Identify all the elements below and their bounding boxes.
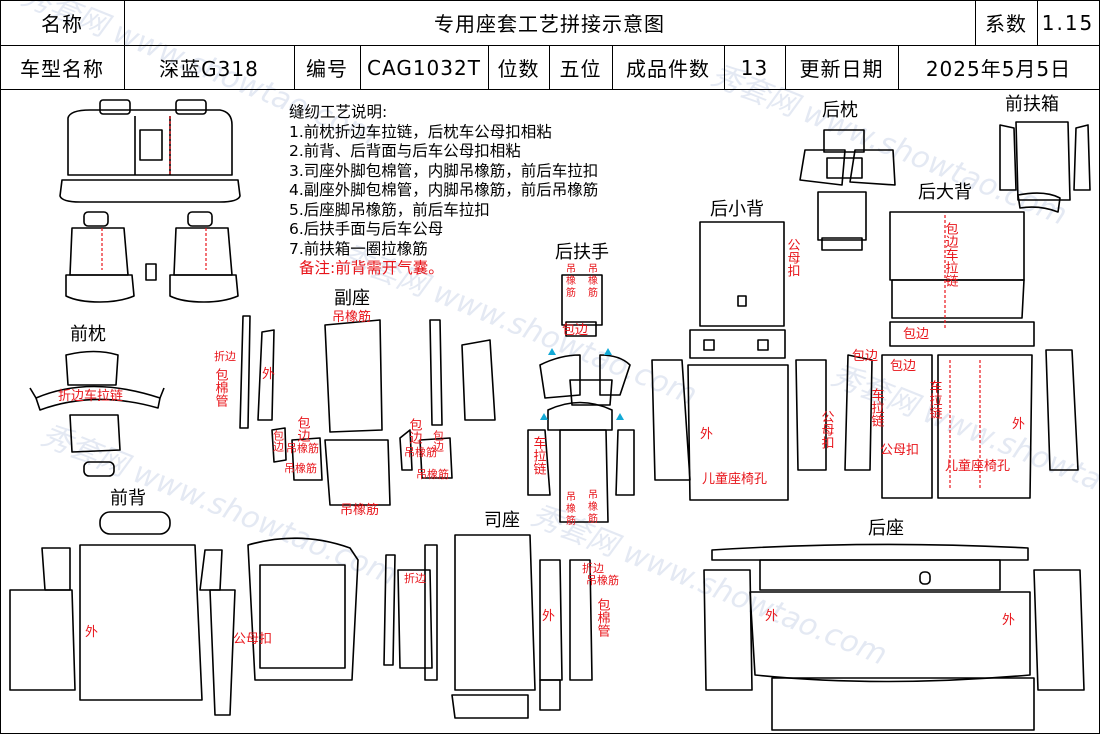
page-title: 专用座套工艺拼接示意图 xyxy=(434,12,665,36)
annot-cotton-tube: 包棉管 xyxy=(595,598,611,638)
annot-wrap-edge: 包边 xyxy=(432,430,445,452)
rear-armrest-pattern xyxy=(527,274,635,523)
annot-tendon: 筋 xyxy=(566,286,576,299)
annot-male-female: 公母扣 xyxy=(233,632,272,647)
annot-hang: 吊 xyxy=(566,491,576,503)
note-item: 4.副座外脚包棉管，内脚吊橡筋，前后吊橡筋 xyxy=(289,181,599,199)
coef-value: 1.15 xyxy=(1041,10,1095,35)
rear-headrest-pattern xyxy=(799,129,896,251)
annot-outer: 外 xyxy=(1002,613,1015,628)
annot-wrap-edge: 包边 xyxy=(890,359,916,374)
annot-hang-band: 吊橡筋 xyxy=(284,461,317,475)
annot-male-female: 公母扣 xyxy=(785,238,801,277)
annot-band: 橡 xyxy=(566,274,576,287)
label-rear-seat: 后座 xyxy=(868,518,904,539)
date-value: 2025年5月5日 xyxy=(925,57,1072,81)
label-rear-small-back: 后小背 xyxy=(710,199,764,220)
front-headrest-pattern xyxy=(29,350,165,477)
annot-hang-band: 吊橡筋 xyxy=(286,441,319,455)
label-passenger-seat: 副座 xyxy=(334,288,370,309)
pieces-value: 13 xyxy=(740,55,769,80)
annot-hang: 吊 xyxy=(588,263,598,275)
annot-hang-band: 吊橡筋 xyxy=(416,467,449,481)
seats-value: 五位 xyxy=(559,57,602,81)
note-item: 2.前背、后背面与后车公母扣相粘 xyxy=(289,142,521,160)
annot-hang-band: 吊橡筋 xyxy=(404,445,437,459)
annot-tendon: 筋 xyxy=(588,286,598,299)
notes-title: 缝纫工艺说明: xyxy=(289,103,388,121)
annot-tendon: 筋 xyxy=(588,512,598,525)
label-front-headrest: 前枕 xyxy=(70,324,106,345)
annot-hang-band: 吊橡筋 xyxy=(332,309,371,325)
note-item: 1.前枕折边车拉链，后枕车公母扣相粘 xyxy=(289,122,552,141)
seats-label: 位数 xyxy=(497,57,540,81)
notes-remark: 备注:前背需开气囊。 xyxy=(299,259,444,277)
front-back-pattern xyxy=(9,511,359,716)
model-label: 车型名称 xyxy=(20,57,104,81)
passenger-seat-pattern xyxy=(239,315,496,506)
annot-outer: 外 xyxy=(542,609,555,624)
annot-wrap-edge-zip: 包边车拉链 xyxy=(943,222,959,288)
label-front-back: 前背 xyxy=(110,488,146,509)
annot-wrap-edge: 包边 xyxy=(852,349,878,364)
annot-child-seat-hole: 儿童座椅孔 xyxy=(702,471,767,487)
annot-hang-band: 吊橡筋 xyxy=(586,573,619,587)
annot-tendon: 筋 xyxy=(566,514,576,527)
annot-outer: 外 xyxy=(765,609,778,624)
driver-seat-pattern xyxy=(383,534,593,719)
note-item: 6.后扶手面与后车公母 xyxy=(289,220,444,238)
annot-zip: 车拉链 xyxy=(927,379,943,420)
annot-hang: 吊 xyxy=(566,263,576,275)
annot-fold-edge: 折边 xyxy=(214,349,236,363)
thumbnail-rear-seat xyxy=(59,99,241,203)
annot-outer: 外 xyxy=(700,427,713,442)
label-front-armbox: 前扶箱 xyxy=(1005,94,1059,115)
coef-label: 系数 xyxy=(985,12,1027,36)
annot-zip: 车拉链 xyxy=(531,435,547,476)
annot-wrap-edge: 包边 xyxy=(407,418,423,445)
annot-outer: 外 xyxy=(1012,417,1025,432)
model-value: 深蓝G318 xyxy=(159,57,259,81)
annot-wrap-edge: 包边 xyxy=(295,416,311,443)
rear-seat-pattern xyxy=(703,543,1085,731)
label-driver-seat: 司座 xyxy=(484,510,520,531)
thumbnail-front-seats xyxy=(65,211,239,303)
annot-band: 橡 xyxy=(566,502,576,515)
date-label: 更新日期 xyxy=(799,57,884,81)
annot-hang-band: 吊橡筋 xyxy=(340,502,379,518)
code-value: CAG1032T xyxy=(367,55,481,80)
pieces-label: 成品件数 xyxy=(626,57,710,81)
label-rear-armrest: 后扶手 xyxy=(555,242,609,263)
note-item: 3.司座外脚包棉管，内脚吊橡筋，前后车拉扣 xyxy=(289,161,599,180)
annot-fold-zip: 折边车拉链 xyxy=(58,388,123,404)
annot-male-female: 公母扣 xyxy=(819,410,835,449)
rear-big-back-pattern xyxy=(844,211,1079,499)
annot-band: 橡 xyxy=(588,274,598,287)
note-item: 7.前扶箱一圈拉橡筋 xyxy=(289,239,428,258)
annot-outer: 外 xyxy=(262,367,275,382)
label-rear-headrest: 后枕 xyxy=(822,100,858,121)
code-label: 编号 xyxy=(306,57,348,81)
rear-small-back-pattern xyxy=(651,221,827,501)
note-item: 5.后座脚吊橡筋，前后车拉扣 xyxy=(289,200,490,219)
name-label: 名称 xyxy=(41,12,83,36)
annot-band: 橡 xyxy=(588,500,598,513)
header-table: 名称 专用座套工艺拼接示意图 系数 1.15 车型名称 深蓝G318 编号 CA… xyxy=(0,0,1100,90)
annot-wrap-edge: 包边 xyxy=(562,323,588,338)
annot-cotton-tube: 包棉管 xyxy=(213,368,229,408)
sewing-notes: 缝纫工艺说明: 1.前枕折边车拉链，后枕车公母扣相粘 2.前背、后背面与后车公母… xyxy=(289,103,598,279)
label-rear-big-back: 后大背 xyxy=(918,182,972,203)
annot-outer: 外 xyxy=(85,625,98,640)
annot-wrap-edge: 包边 xyxy=(272,430,285,452)
annot-fold-edge: 折边 xyxy=(404,571,426,585)
annot-wrap-edge: 包边 xyxy=(903,327,929,342)
annot-child-seat-hole: 儿童座椅孔 xyxy=(945,458,1010,474)
front-armbox-pattern xyxy=(999,121,1091,213)
annot-male-female-buckle: 公母扣 xyxy=(880,443,919,458)
annot-hang: 吊 xyxy=(588,489,598,501)
annot-zip: 车拉链 xyxy=(869,387,885,428)
annot-fold-edge: 折边 xyxy=(582,561,604,575)
